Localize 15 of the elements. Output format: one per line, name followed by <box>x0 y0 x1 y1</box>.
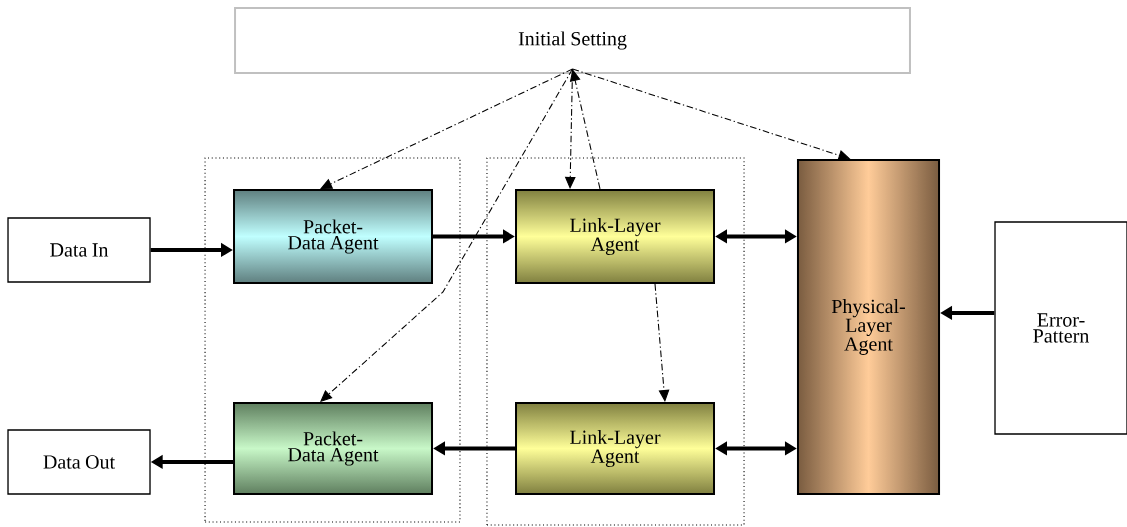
text-box: Error-Pattern <box>994 221 1127 435</box>
agent-column: Physical-Layer Agent <box>796 159 941 495</box>
text-box: Data Out <box>7 429 151 495</box>
arrow <box>654 283 670 402</box>
agent-box: Link-Layer Agent <box>515 402 715 495</box>
text-box: Data In <box>7 217 151 283</box>
agent-box: Link-Layer Agent <box>515 188 715 285</box>
dotted-frame <box>204 157 461 523</box>
agent-box: Packet-Data Agent <box>233 402 433 495</box>
arrow <box>320 68 574 189</box>
agent-box: Packet-Data Agent <box>233 188 433 285</box>
arrow <box>569 69 601 190</box>
arrow <box>320 68 574 402</box>
text-box: Initial Setting <box>234 6 911 75</box>
dotted-frame <box>486 157 745 526</box>
